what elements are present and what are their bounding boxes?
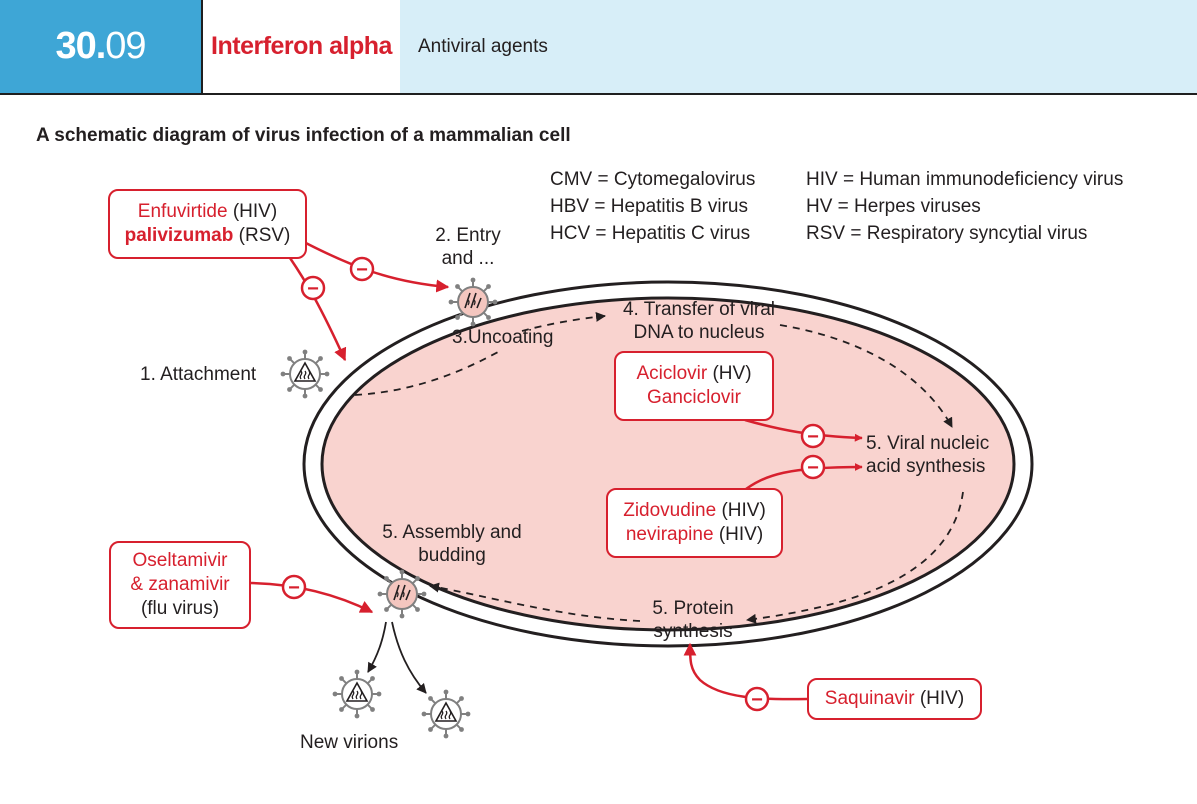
chapter-number-minor: 09 [105, 25, 146, 67]
drug-line: Aciclovir (HV) [616, 362, 772, 386]
drug-box-enfuvirtide: Enfuvirtide (HIV) palivizumab (RSV) [108, 189, 307, 259]
pathway-protein-to-assembly [429, 582, 641, 622]
drug-name-ganciclovir: Ganciclovir [647, 387, 741, 408]
drug-line: Ganciclovir [616, 386, 772, 410]
drug-name-aciclovir: Aciclovir [636, 363, 708, 384]
pathway-uncoating-to-transfer [521, 311, 606, 332]
drug-target: (HIV) [721, 500, 766, 521]
step-transfer-label: 4. Transfer of viral DNA to nucleus [604, 298, 794, 344]
drug-target: (RSV) [238, 225, 291, 246]
inhibit-icon [281, 574, 307, 600]
oseltamivir-arrow [250, 581, 374, 614]
step-entry-label: 2. Entry and ... [420, 224, 516, 270]
page-title: A schematic diagram of virus infection o… [36, 125, 571, 146]
drug-target: (HIV) [919, 688, 965, 709]
step-assembly-line-2: budding [418, 545, 486, 566]
pathway-nucleic-to-protein [746, 491, 964, 624]
drug-name-saquinavir: Saquinavir [824, 688, 915, 709]
zidovudine-arrow [741, 463, 863, 493]
step-entry-line-2: and ... [441, 248, 495, 269]
inhibit-symbol: − [807, 426, 819, 448]
drug-target: (flu virus) [140, 598, 220, 619]
drug-line: Saquinavir (HIV) [809, 687, 980, 711]
drug-box-oseltamivir: Oseltamivir & zanamivir (flu virus) [109, 541, 251, 629]
step-attachment-label: 1. Attachment [140, 364, 257, 385]
step-nucleic-line-2: acid synthesis [866, 456, 986, 477]
step-transfer-line-1: 4. Transfer of viral [622, 299, 776, 320]
drug-target: (HIV) [718, 524, 764, 545]
virus-entry-icon [447, 276, 499, 328]
step-protein-line-1: 5. Protein [652, 598, 734, 619]
virus-budding-icon [376, 568, 428, 620]
drug-line: Zidovudine (HIV) [608, 499, 781, 523]
inhibit-symbol: − [288, 577, 300, 599]
drug-target: (HIV) [232, 201, 278, 222]
inhibit-symbol: − [356, 259, 368, 281]
drug-line: Enfuvirtide (HIV) [110, 200, 305, 224]
inhibit-symbol: − [751, 689, 763, 711]
step-protein-label: 5. Protein synthesis [638, 597, 748, 643]
drug-name-nevirapine: nevirapine [625, 524, 714, 545]
virus-attachment-icon [279, 348, 331, 400]
inhibit-icon [349, 256, 375, 282]
legend-abbreviations-left: CMV = Cytomegalovirus HBV = Hepatitis B … [550, 166, 755, 247]
inhibit-symbol: − [307, 278, 319, 300]
pathway-transfer-to-nucleic [779, 324, 953, 428]
enfuvirtide-attachment-arrow [288, 257, 347, 362]
drug-box-saquinavir: Saquinavir (HIV) [807, 678, 982, 720]
step-uncoating-label: 3.Uncoating [452, 327, 554, 348]
legend-abbreviations-right: HIV = Human immunodeficiency virus HV = … [806, 166, 1123, 247]
chapter-number-major: 30. [55, 25, 106, 67]
cell-cytoplasm [320, 296, 1016, 632]
drug-name-oseltamivir: Oseltamivir [132, 550, 228, 571]
step-nucleic-acid-label: 5. Viral nucleic acid synthesis [866, 432, 989, 478]
drug-name-zidovudine: Zidovudine [623, 500, 717, 521]
drug-box-aciclovir: Aciclovir (HV) Ganciclovir [614, 351, 774, 421]
inhibit-icon [800, 454, 826, 480]
step-entry-line-1: 2. Entry [435, 225, 501, 246]
legend-item: HCV = Hepatitis C virus [550, 223, 751, 244]
aciclovir-arrow [744, 418, 863, 442]
new-virion-icon [420, 688, 472, 740]
legend-item: HBV = Hepatitis B virus [550, 196, 748, 217]
inhibit-icon [800, 423, 826, 449]
inhibit-icon [300, 275, 326, 301]
header-bar: 30.09 Interferon alpha Antiviral agents [0, 0, 1197, 95]
drug-line: nevirapine (HIV) [608, 523, 781, 547]
budding-arrow-left [367, 621, 387, 673]
chapter-number: 30.09 [0, 0, 201, 93]
inhibit-symbol: − [807, 457, 819, 479]
drug-name-zanamivir: & zanamivir [130, 574, 230, 595]
legend-item: HIV = Human immunodeficiency virus [806, 169, 1124, 190]
section-subtitle: Antiviral agents [400, 0, 1197, 93]
drug-name-palivizumab: palivizumab [124, 225, 234, 246]
step-assembly-label: 5. Assembly and budding [366, 521, 538, 567]
step-assembly-line-1: 5. Assembly and [382, 522, 522, 543]
step-transfer-line-2: DNA to nucleus [633, 322, 765, 343]
legend-item: RSV = Respiratory syncytial virus [806, 223, 1088, 244]
pathway-entry-to-uncoating [354, 351, 499, 396]
new-virion-icon [331, 668, 383, 720]
step-nucleic-line-1: 5. Viral nucleic [866, 433, 990, 454]
saquinavir-arrow [683, 642, 808, 701]
drug-box-zidovudine: Zidovudine (HIV) nevirapine (HIV) [606, 488, 783, 558]
drug-line: palivizumab (RSV) [110, 224, 305, 248]
new-virions-label: New virions [300, 732, 399, 753]
legend-item: CMV = Cytomegalovirus [550, 169, 756, 190]
budding-arrow-right [391, 621, 427, 694]
drug-target: (HV) [712, 363, 752, 384]
step-protein-line-2: synthesis [653, 621, 733, 642]
inhibit-icon [744, 686, 770, 712]
legend-item: HV = Herpes viruses [806, 196, 981, 217]
drug-name-enfuvirtide: Enfuvirtide [137, 201, 228, 222]
